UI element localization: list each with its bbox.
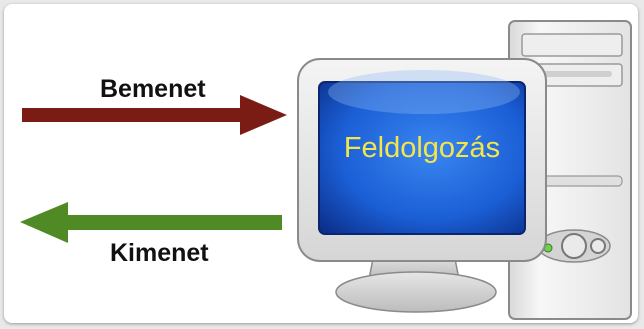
screen-text: Feldolgozás <box>343 132 501 164</box>
diagram-canvas <box>20 20 632 320</box>
input-arrow <box>22 95 287 135</box>
diagram-frame: Bemenet Kimenet Feldolgozás <box>4 4 638 323</box>
output-label: Kimenet <box>110 239 209 267</box>
monitor-icon <box>297 58 547 313</box>
output-arrow <box>20 202 282 243</box>
input-label: Bemenet <box>100 75 206 103</box>
